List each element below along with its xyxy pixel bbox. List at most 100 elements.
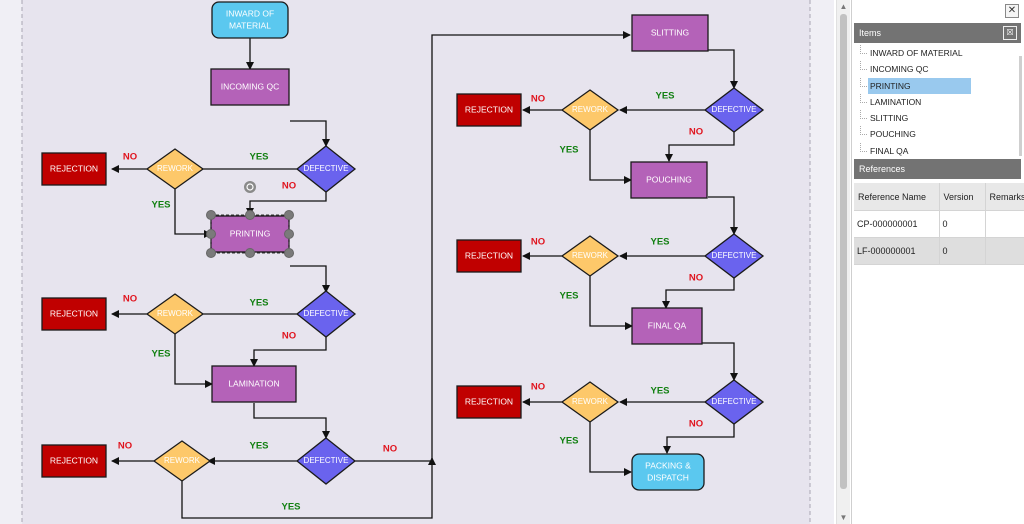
- node-rework-4[interactable]: REWORK: [560, 89, 620, 131]
- no-label: NO: [531, 237, 545, 248]
- node-defective-2[interactable]: DEFECTIVE: [295, 290, 357, 338]
- no-label: NO: [118, 441, 132, 452]
- column-header-remarks[interactable]: Remarks: [985, 183, 1024, 211]
- connector-line[interactable]: [702, 342, 738, 381]
- node-defective-5[interactable]: DEFECTIVE: [703, 233, 765, 279]
- scroll-up-arrow-icon[interactable]: ▲: [839, 2, 848, 11]
- node-rework-5[interactable]: REWORK: [560, 235, 620, 277]
- resize-handle[interactable]: [206, 210, 216, 220]
- connector-line[interactable]: [253, 403, 330, 439]
- connector-line[interactable]: [708, 49, 738, 89]
- connector-line[interactable]: [662, 278, 735, 309]
- node-rework-6[interactable]: REWORK: [560, 381, 620, 423]
- node-printing[interactable]: PRINTING: [210, 215, 290, 253]
- connector-line[interactable]: [355, 31, 631, 462]
- tree-item-final-qa[interactable]: FINAL QA: [854, 142, 1021, 159]
- selection-handles[interactable]: [206, 181, 294, 258]
- rotate-handle-icon[interactable]: [244, 181, 256, 193]
- connector-line[interactable]: [708, 196, 738, 235]
- tree-item-label: FINAL QA: [870, 145, 909, 156]
- node-lamination-shape: [211, 365, 297, 403]
- connector-line[interactable]: [589, 129, 632, 184]
- tree-item-pouching[interactable]: POUCHING: [854, 126, 1021, 142]
- node-rejection-3[interactable]: REJECTION: [41, 444, 107, 478]
- resize-handle[interactable]: [284, 210, 294, 220]
- node-packing-dispatch[interactable]: PACKING &DISPATCH: [631, 453, 705, 491]
- no-label: NO: [689, 127, 703, 138]
- tree-item-lamination[interactable]: LAMINATION: [854, 93, 1021, 110]
- resize-handle[interactable]: [206, 248, 216, 258]
- tree-item-label: SLITTING: [870, 113, 909, 124]
- connector-line[interactable]: [250, 337, 327, 367]
- tree-item-slitting[interactable]: SLITTING: [854, 110, 1021, 126]
- node-rework-2[interactable]: REWORK: [145, 293, 205, 335]
- scroll-down-arrow-icon[interactable]: ▼: [839, 513, 848, 522]
- node-defective-4-shape: [703, 87, 765, 133]
- close-panel-icon[interactable]: ✕: [1005, 4, 1019, 18]
- tree-item-incoming-qc[interactable]: INCOMING QC: [854, 61, 1021, 77]
- node-slitting[interactable]: SLITTING: [631, 14, 709, 52]
- no-label: NO: [282, 181, 296, 192]
- node-rejection-6[interactable]: REJECTION: [456, 385, 522, 419]
- node-rejection-1[interactable]: REJECTION: [41, 152, 107, 186]
- connector-line[interactable]: [246, 192, 327, 216]
- node-rework-2-shape: [145, 293, 205, 335]
- table-cell: [985, 210, 1024, 238]
- node-final-qa[interactable]: FINAL QA: [631, 307, 703, 345]
- scrollbar-thumb[interactable]: [840, 14, 847, 489]
- resize-handle[interactable]: [206, 229, 216, 239]
- collapse-items-icon[interactable]: ☒: [1003, 26, 1017, 40]
- node-rework-1-shape: [145, 148, 205, 190]
- items-scrollbar[interactable]: [1019, 56, 1022, 156]
- connector-line[interactable]: [663, 424, 735, 454]
- node-pouching[interactable]: POUCHING: [630, 161, 708, 199]
- node-defective-1-label: DEFECTIVE: [304, 164, 349, 173]
- node-slitting-label: SLITTING: [651, 27, 689, 37]
- vertical-scrollbar[interactable]: ▲ ▼: [836, 0, 850, 524]
- node-rejection-2[interactable]: REJECTION: [41, 297, 107, 331]
- no-label: NO: [689, 419, 703, 430]
- connector-line[interactable]: [290, 120, 330, 147]
- tree-connector: [860, 61, 867, 71]
- references-header-label: References: [859, 164, 906, 174]
- column-header-reference-name[interactable]: Reference Name: [854, 183, 940, 211]
- connector-line[interactable]: [665, 131, 735, 162]
- node-defective-3[interactable]: DEFECTIVE: [295, 437, 357, 485]
- node-incoming-qc[interactable]: INCOMING QC: [210, 68, 290, 106]
- node-rework-5-shape: [560, 235, 620, 277]
- node-defective-6[interactable]: DEFECTIVE: [703, 379, 765, 425]
- node-defective-4[interactable]: DEFECTIVE: [703, 87, 765, 133]
- node-incoming-qc-label: INCOMING QC: [221, 81, 280, 91]
- node-rejection-5-label: REJECTION: [465, 250, 513, 260]
- node-rework-5-label: REWORK: [572, 251, 609, 260]
- node-lamination[interactable]: LAMINATION: [211, 365, 297, 403]
- node-rejection-5[interactable]: REJECTION: [456, 239, 522, 273]
- resize-handle[interactable]: [284, 229, 294, 239]
- yes-label: YES: [151, 349, 170, 360]
- connector-line[interactable]: [181, 457, 436, 519]
- connector-line[interactable]: [589, 275, 633, 330]
- node-defective-1[interactable]: DEFECTIVE: [295, 145, 357, 193]
- tree-item-printing[interactable]: PRINTING: [854, 77, 1021, 94]
- node-rejection-4[interactable]: REJECTION: [456, 93, 522, 127]
- connector-line[interactable]: [290, 265, 330, 293]
- connector-line[interactable]: [174, 186, 212, 238]
- node-rework-1[interactable]: REWORK: [145, 148, 205, 190]
- resize-handle[interactable]: [284, 248, 294, 258]
- column-header-version[interactable]: Version: [939, 183, 986, 211]
- resize-handle[interactable]: [245, 210, 255, 220]
- connector-line[interactable]: [589, 421, 632, 476]
- connector-line[interactable]: [174, 331, 213, 388]
- node-rework-3[interactable]: REWORK: [152, 440, 212, 482]
- resize-handle[interactable]: [245, 248, 255, 258]
- yes-label: YES: [650, 386, 669, 397]
- node-rejection-4-label: REJECTION: [465, 104, 513, 114]
- node-defective-2-label: DEFECTIVE: [304, 309, 349, 318]
- tree-item-inward-of-material[interactable]: INWARD OF MATERIAL: [854, 45, 1021, 61]
